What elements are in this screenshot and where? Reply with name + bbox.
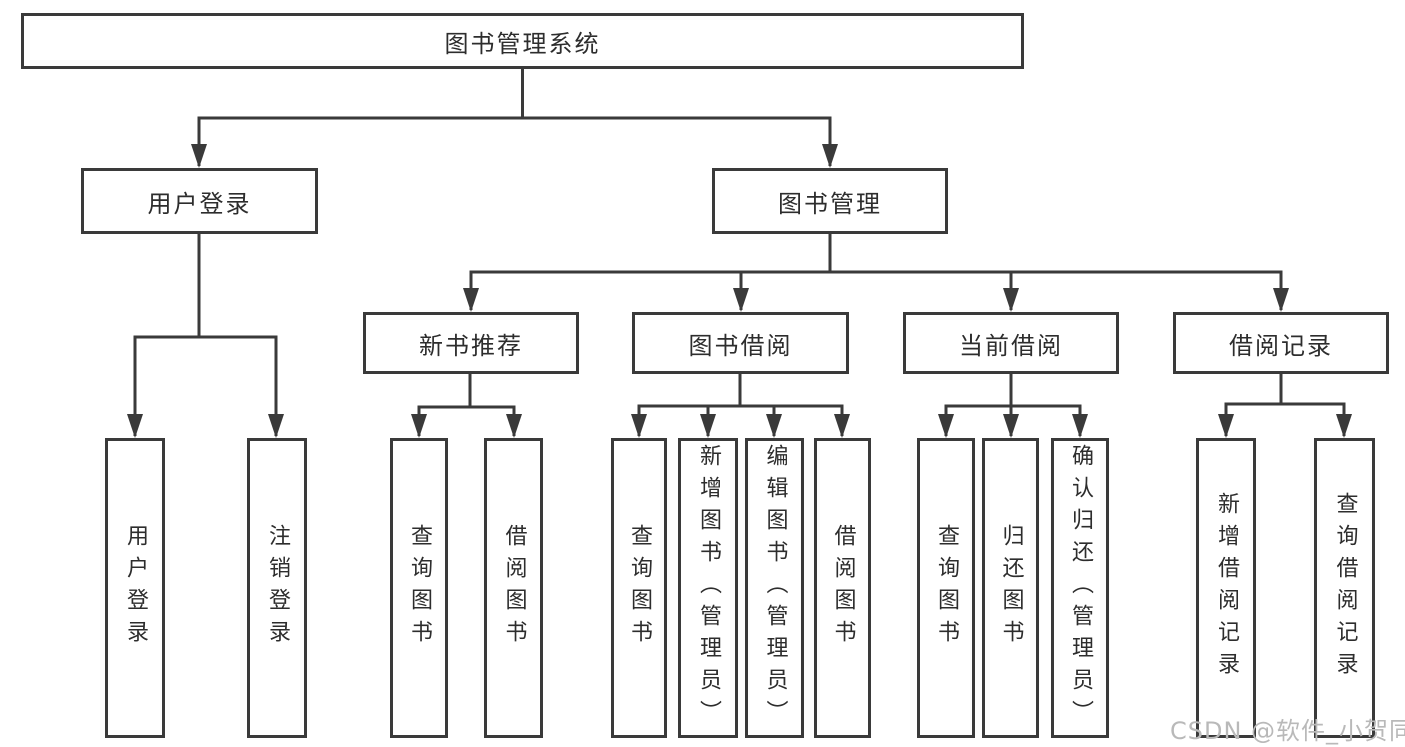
node-current-borrowing: 当前借阅 bbox=[903, 312, 1119, 374]
arrowhead bbox=[766, 414, 782, 438]
leaf-query-books-recommend: 查询图书 bbox=[390, 438, 448, 738]
leaf-edit-books-admin: 编辑图书（管理员） bbox=[745, 438, 804, 738]
arrowhead bbox=[1218, 414, 1234, 438]
leaf-user-login: 用户登录 bbox=[105, 438, 165, 738]
arrowhead bbox=[631, 414, 647, 438]
arrowhead bbox=[1003, 414, 1019, 438]
arrowhead bbox=[268, 414, 284, 438]
csdn-watermark: CSDN @软件_小贺同学 bbox=[1170, 717, 1405, 745]
arrowhead bbox=[506, 414, 522, 438]
arrowhead bbox=[822, 144, 838, 168]
connector-history-bracket bbox=[1224, 402, 1346, 436]
leaf-logout: 注销登录 bbox=[247, 438, 307, 738]
arrowhead bbox=[463, 288, 479, 312]
connector-mgmt-inner-stems bbox=[739, 272, 1013, 310]
leaf-add-books-admin: 新增图书（管理员） bbox=[678, 438, 738, 738]
connector-root-bracket bbox=[197, 116, 832, 166]
arrowhead bbox=[1273, 288, 1289, 312]
arrowhead bbox=[938, 414, 954, 438]
arrowheads bbox=[127, 144, 1352, 438]
arrowhead bbox=[1003, 288, 1019, 312]
arrowhead bbox=[411, 414, 427, 438]
arrowhead bbox=[191, 144, 207, 168]
connector-mgmt-bracket bbox=[469, 270, 1283, 310]
leaf-add-borrow-record: 新增借阅记录 bbox=[1196, 438, 1256, 738]
leaf-query-books-borrow: 查询图书 bbox=[611, 438, 667, 738]
leaf-borrow-books: 借阅图书 bbox=[814, 438, 871, 738]
arrowhead bbox=[700, 414, 716, 438]
arrowhead bbox=[127, 414, 143, 438]
node-book-borrowing: 图书借阅 bbox=[632, 312, 849, 374]
leaf-confirm-return-admin: 确认归还（管理员） bbox=[1051, 438, 1109, 738]
connector-recommend-bracket bbox=[417, 405, 516, 436]
node-book-management: 图书管理 bbox=[712, 168, 948, 234]
arrowhead bbox=[733, 288, 749, 312]
arrowhead bbox=[834, 414, 850, 438]
leaf-query-books-current: 查询图书 bbox=[917, 438, 975, 738]
node-library-system-root: 图书管理系统 bbox=[21, 13, 1024, 69]
connector-borrow-inner-stems bbox=[706, 406, 776, 436]
leaf-return-books: 归还图书 bbox=[982, 438, 1039, 738]
connector-borrow-bracket bbox=[637, 404, 844, 436]
node-borrowing-records: 借阅记录 bbox=[1173, 312, 1389, 374]
leaf-query-borrow-record: 查询借阅记录 bbox=[1314, 438, 1375, 738]
node-new-book-recommendation: 新书推荐 bbox=[363, 312, 579, 374]
arrowhead bbox=[1336, 414, 1352, 438]
connector-login-bracket bbox=[133, 335, 278, 436]
arrowhead bbox=[1072, 414, 1088, 438]
leaf-borrow-books-recommend: 借阅图书 bbox=[484, 438, 543, 738]
node-user-login: 用户登录 bbox=[81, 168, 318, 234]
